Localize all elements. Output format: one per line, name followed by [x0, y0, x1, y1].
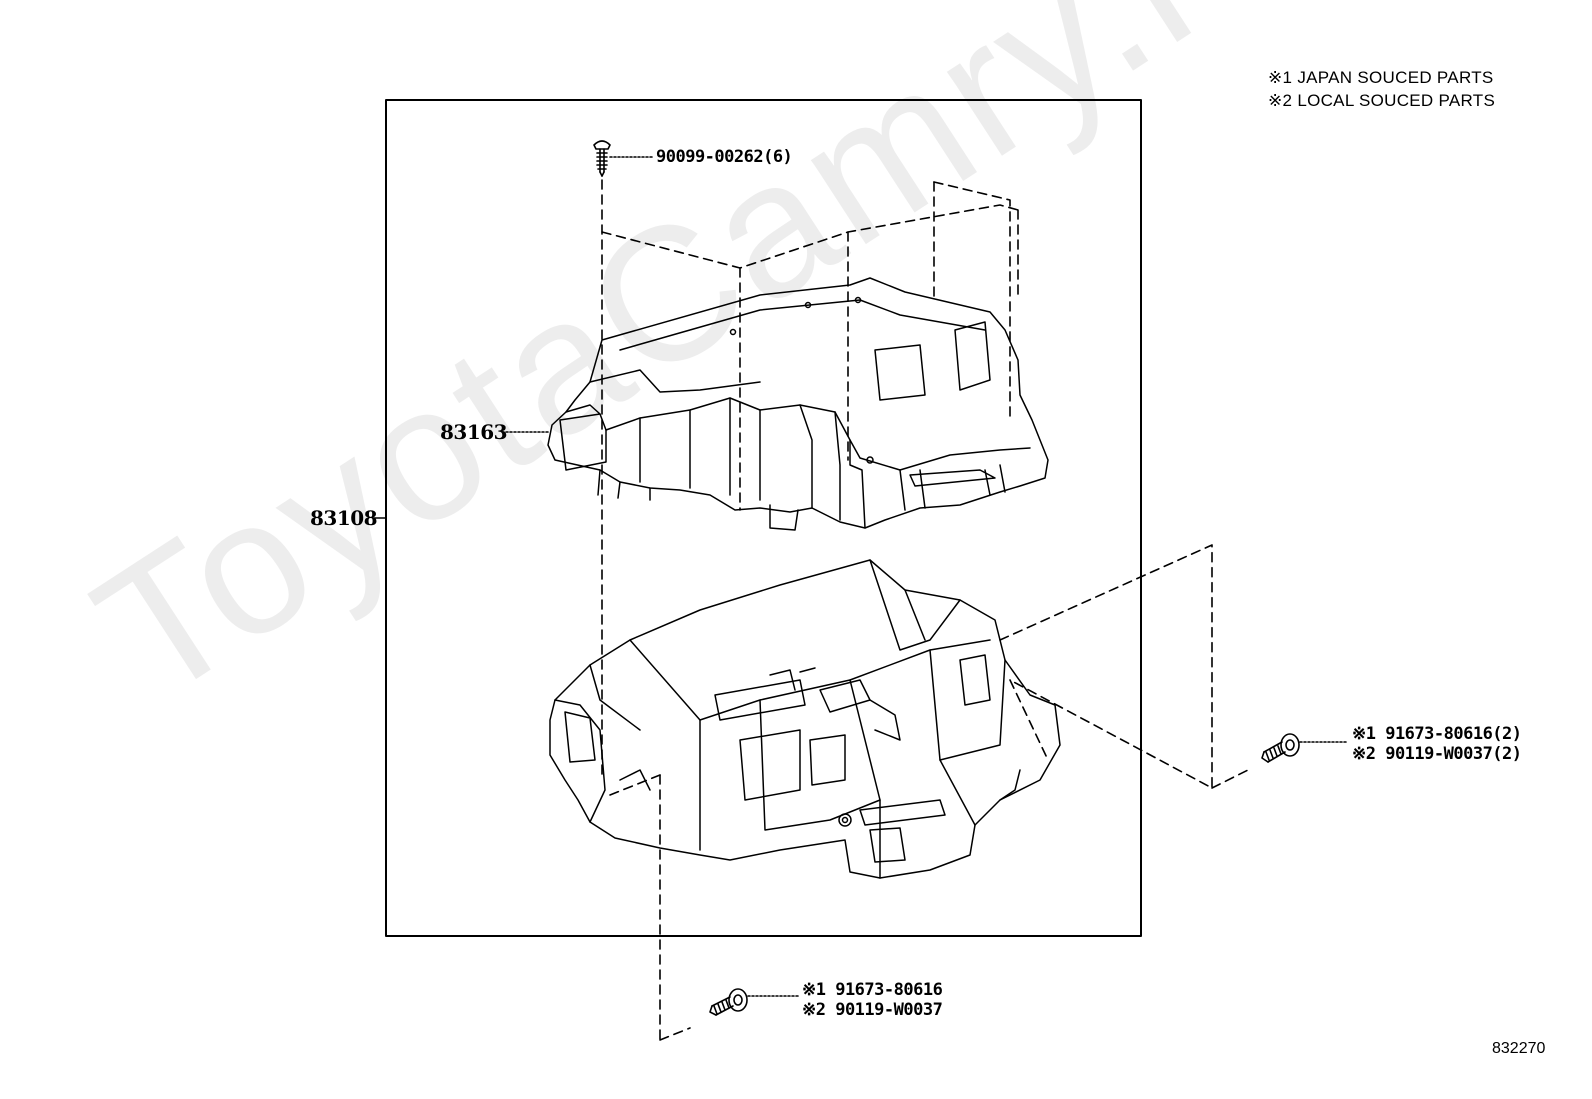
upper-housing-drawing: [547, 277, 1049, 531]
callout-assembly[interactable]: 83108: [310, 506, 378, 530]
note-local-sourced: ※2 LOCAL SOUCED PARTS: [1268, 91, 1496, 110]
screw-top-icon: [593, 140, 611, 177]
callout-screw-top[interactable]: 90099-00262(6): [656, 147, 793, 167]
bolt-right-icon: [1261, 733, 1300, 763]
source-notes: ※1 JAPAN SOUCED PARTS ※2 LOCAL SOUCED PA…: [1268, 66, 1495, 112]
callout-right-bolt-japan[interactable]: ※1 91673-80616(2): [1352, 724, 1522, 744]
callout-upper-housing[interactable]: 83163: [440, 420, 508, 444]
callout-right-bolt-local[interactable]: ※2 90119-W0037(2): [1352, 744, 1522, 764]
lower-housing-drawing: [549, 559, 1061, 879]
callout-bottom-bolt-local[interactable]: ※2 90119-W0037: [802, 1000, 943, 1020]
callout-bottom-bolt-japan[interactable]: ※1 91673-80616: [802, 980, 943, 1000]
projection-lines-right: [999, 544, 1249, 789]
diagram-ref-number: 832270: [1492, 1040, 1546, 1057]
projection-lines-lower: [609, 774, 691, 1041]
assembly-frame: [385, 99, 1142, 937]
note-japan-sourced: ※1 JAPAN SOUCED PARTS: [1268, 68, 1494, 87]
bolt-bottom-icon: [709, 988, 748, 1016]
projection-lines-upper: [601, 181, 1019, 511]
